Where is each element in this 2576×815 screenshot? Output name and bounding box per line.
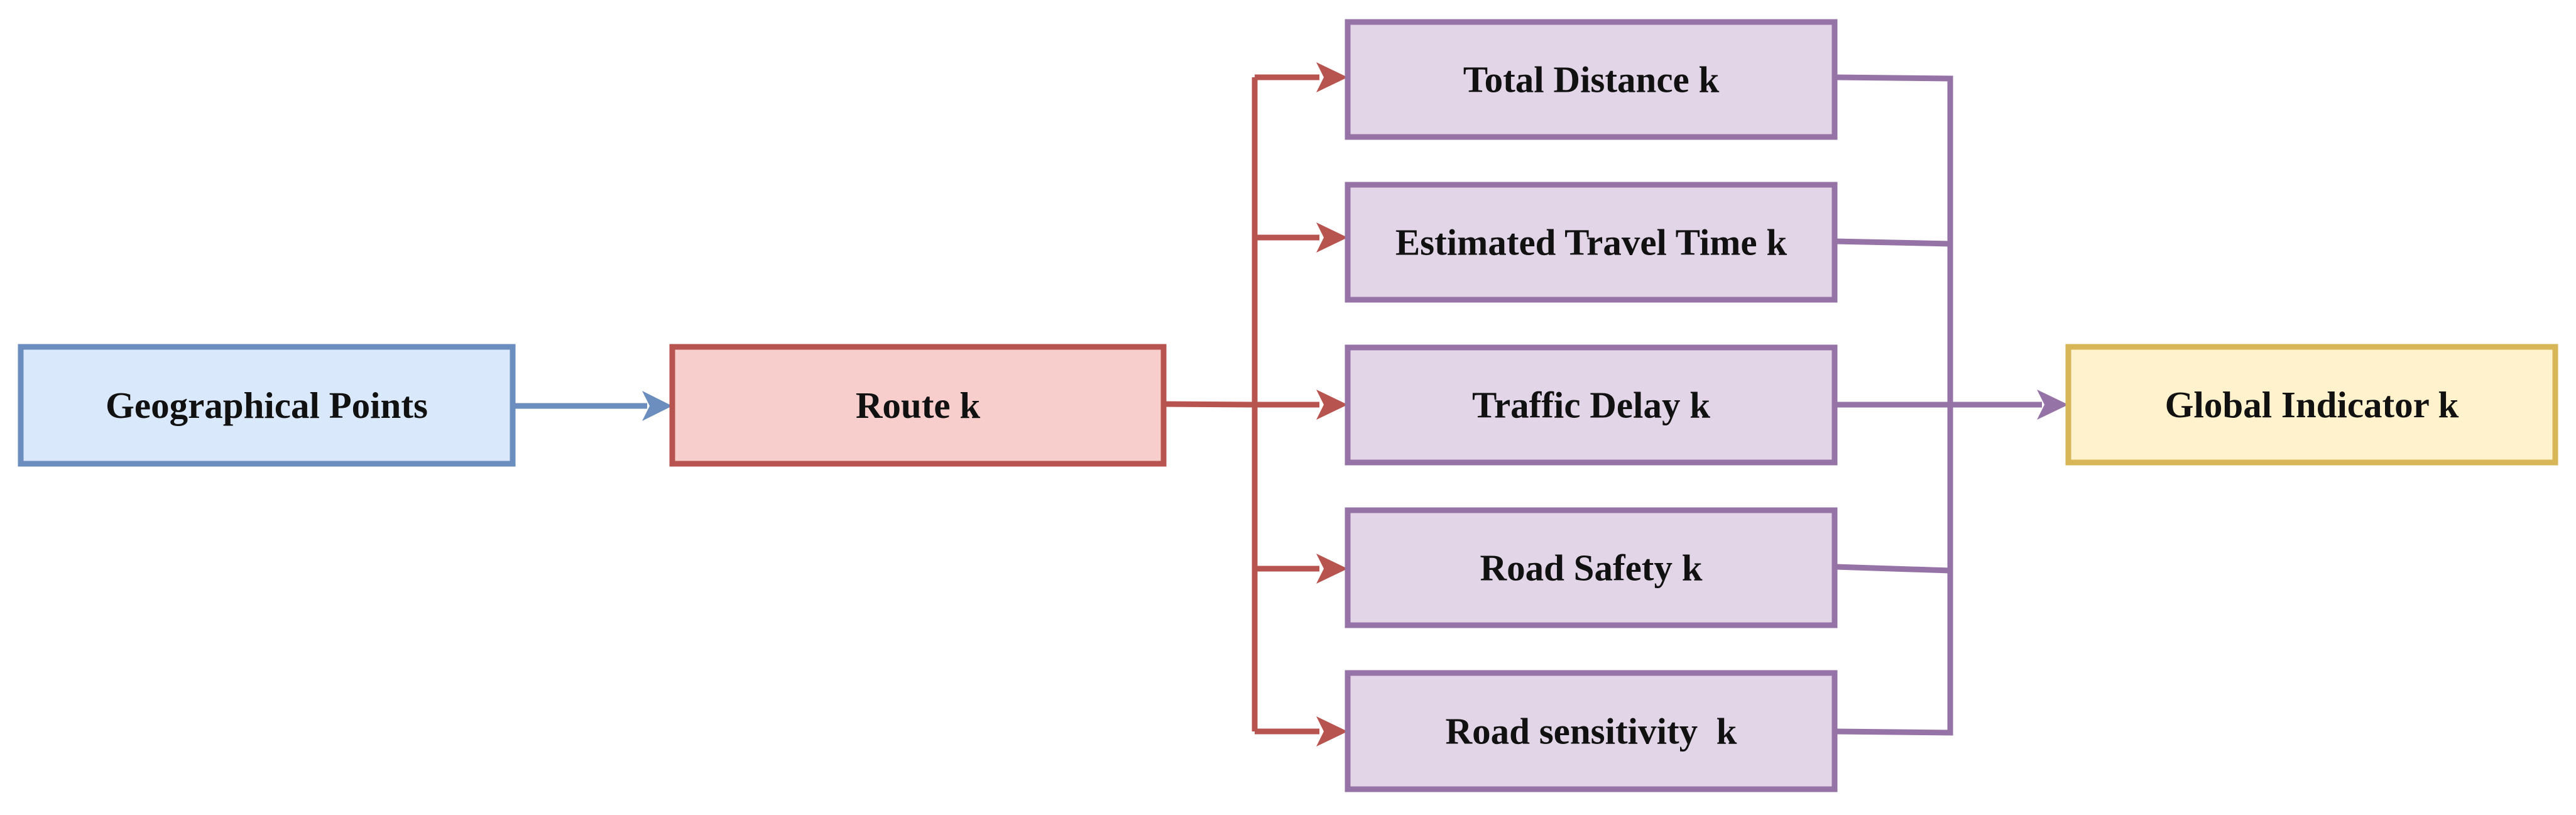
node-route: Route k: [669, 344, 1167, 467]
arrowhead-global-indicator: [2037, 390, 2068, 420]
arrowhead-total-distance: [1316, 62, 1348, 92]
arrowhead-road-sensitivity: [1316, 716, 1348, 747]
node-traffic-delay-label: Traffic Delay k: [1472, 385, 1710, 426]
node-global-indicator-box: [2065, 344, 2558, 466]
merge-estimated-travel-time: [1834, 238, 1951, 247]
node-global-indicator: Global Indicator k: [2065, 344, 2558, 466]
arrowhead-route: [642, 391, 672, 421]
arrowhead-traffic-delay: [1316, 390, 1348, 420]
node-road-safety-label: Road Safety k: [1480, 547, 1702, 589]
node-route-box: [669, 344, 1167, 467]
connectors: [513, 62, 2068, 747]
node-estimated-travel-time: Estimated Travel Time k: [1345, 182, 1838, 303]
node-total-distance-label: Total Distance k: [1463, 59, 1720, 101]
route-fanout-trunk: [1163, 77, 1258, 731]
node-road-safety-box: [1345, 507, 1838, 628]
arrowhead-road-safety: [1316, 554, 1348, 584]
node-geographical-points: Geographical Points: [18, 344, 516, 467]
node-global-indicator-label: Global Indicator k: [2165, 384, 2459, 425]
node-geographical-points-label: Geographical Points: [106, 385, 428, 426]
merge-road-safety: [1834, 564, 1951, 574]
arrowhead-estimated-travel-time: [1316, 222, 1348, 253]
node-estimated-travel-time-box: [1345, 182, 1838, 303]
node-traffic-delay: Traffic Delay k: [1345, 344, 1838, 466]
node-total-distance: Total Distance k: [1345, 19, 1838, 140]
node-total-distance-box: [1345, 19, 1838, 140]
node-estimated-travel-time-label: Estimated Travel Time k: [1395, 222, 1787, 263]
node-road-safety: Road Safety k: [1345, 507, 1838, 628]
node-road-sensitivity: Road sensitivity k: [1345, 670, 1838, 792]
node-geographical-points-box: [18, 344, 516, 467]
node-road-sensitivity-box: [1345, 670, 1838, 792]
node-road-sensitivity-label: Road sensitivity k: [1446, 711, 1737, 752]
node-traffic-delay-box: [1345, 344, 1838, 466]
node-route-label: Route k: [856, 385, 981, 426]
